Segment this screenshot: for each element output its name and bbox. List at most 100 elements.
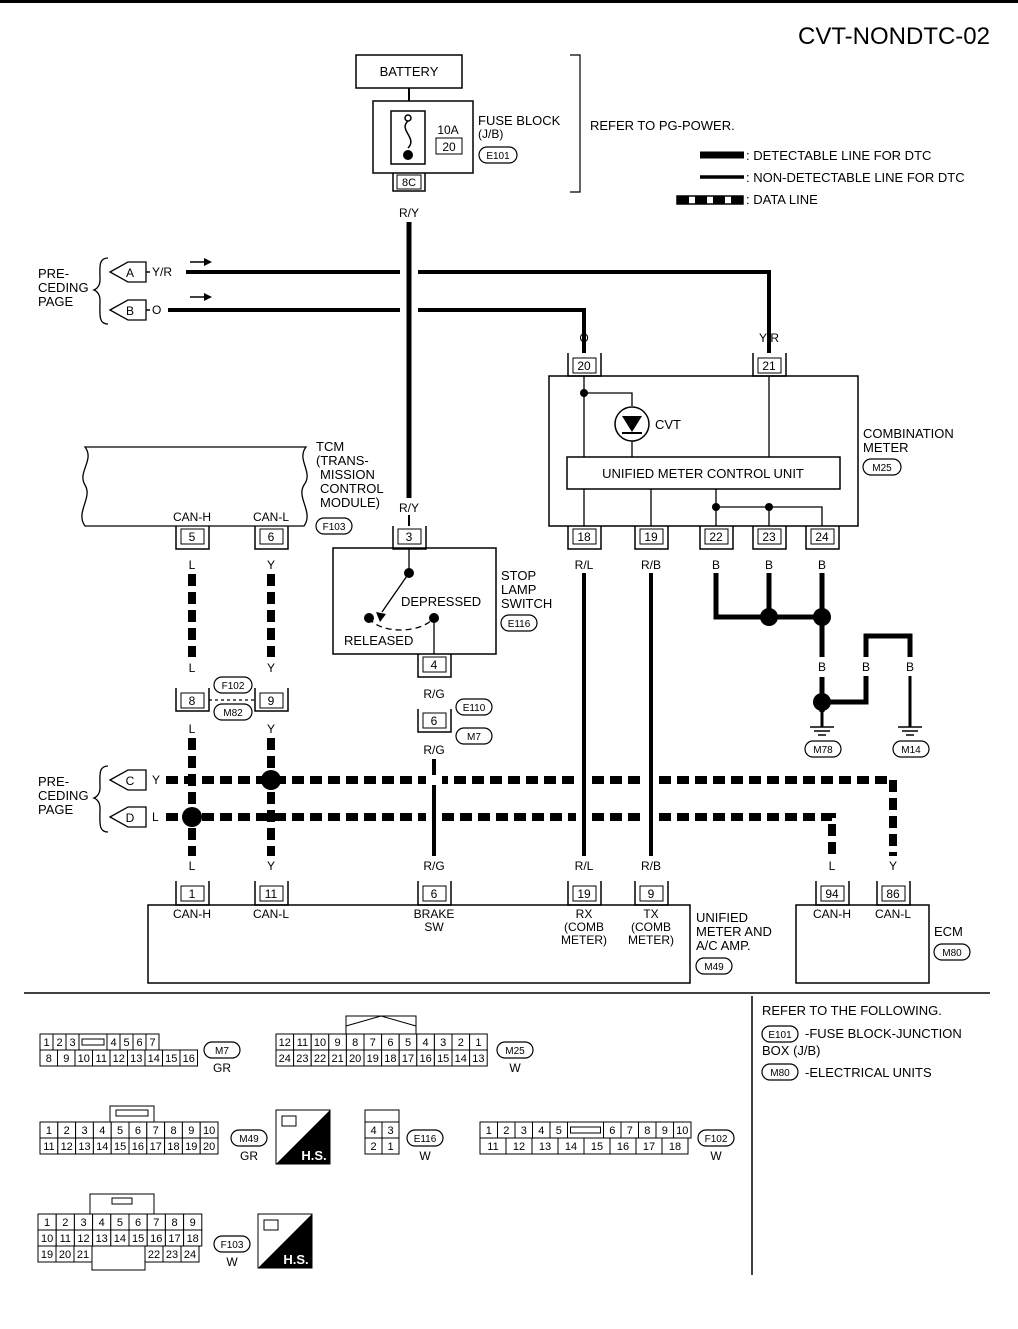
unified-meter-label: UNIFIED METER CONTROL UNIT <box>602 466 804 481</box>
pin-label: 8 <box>170 1125 176 1137</box>
pin-label: 20 <box>349 1053 361 1065</box>
pin-label: 6 <box>609 1125 615 1137</box>
m25-terminal-21: 21 <box>762 359 776 373</box>
ecm-name: ECM <box>934 924 963 939</box>
pin-label: 15 <box>165 1053 177 1065</box>
pin-label: 8 <box>46 1053 52 1065</box>
fuse-element-icon <box>404 120 412 149</box>
ground-icon <box>898 726 922 736</box>
pin-label: 12 <box>61 1141 73 1153</box>
refer-e101-text1: -FUSE BLOCK-JUNCTION <box>805 1026 962 1041</box>
wire-color-y-c: Y <box>152 773 160 787</box>
legend-data-line: : DATA LINE <box>746 192 818 207</box>
e116-label: E116 <box>508 619 531 630</box>
switch-depressed: DEPRESSED <box>401 594 481 609</box>
connector-d-icon <box>108 806 147 828</box>
stop-lamp-line3: SWITCH <box>501 596 552 611</box>
f103-label: F103 <box>323 522 346 533</box>
wire-color-o: O <box>579 331 588 345</box>
connector-c-icon <box>108 769 147 791</box>
pin-label: 13 <box>539 1141 551 1153</box>
pin-label: 16 <box>183 1053 195 1065</box>
amp-brake2: SW <box>424 920 444 934</box>
conn-m25-id: M25 <box>505 1046 525 1057</box>
tcm-terminal-5: 5 <box>189 530 196 544</box>
tcm-line1: TCM <box>316 439 344 454</box>
pin-label: 19 <box>41 1249 53 1261</box>
pin-label: 8 <box>171 1217 177 1229</box>
pin-label: 3 <box>69 1037 75 1049</box>
pin-label: 24 <box>279 1053 291 1065</box>
pin-label: 23 <box>296 1053 308 1065</box>
wire-color-l-3: L <box>189 722 196 736</box>
wire-color-rl-top: R/L <box>575 558 594 572</box>
pin-label: 15 <box>437 1053 449 1065</box>
pin-label: 18 <box>384 1053 396 1065</box>
ecm-box <box>795 904 930 984</box>
wire-color-y-2: Y <box>267 661 275 675</box>
pin-label: 16 <box>617 1141 629 1153</box>
pin-label: 15 <box>114 1141 126 1153</box>
svg-text:18: 18 <box>577 530 591 544</box>
svg-text:1: 1 <box>189 887 196 901</box>
hs-label-2: H.S. <box>283 1252 308 1267</box>
amp-tx3: METER) <box>628 933 674 947</box>
refer-pg-power: REFER TO PG-POWER. <box>590 118 735 133</box>
wire-color-rg-1: R/G <box>423 687 444 701</box>
svg-text:6: 6 <box>431 887 438 901</box>
amp-line3: A/C AMP. <box>696 938 751 953</box>
preceding-ab-line3: PAGE <box>38 294 73 309</box>
m82-badge <box>213 703 253 721</box>
amp-brake1: BRAKE <box>414 907 455 921</box>
pin-label: 18 <box>167 1141 179 1153</box>
wire-color-ry-switch: R/Y <box>399 501 419 515</box>
ecm-terminal-86: 86 <box>886 887 900 901</box>
pin-label: 3 <box>387 1125 393 1137</box>
pin-label: 12 <box>513 1141 525 1153</box>
top-rule <box>0 0 1018 3</box>
pin-label: 19 <box>185 1141 197 1153</box>
wire-color-o-b: O <box>152 303 161 317</box>
pin-label: 22 <box>314 1053 326 1065</box>
wire-color-rl-bottom: R/L <box>575 859 594 873</box>
pin-label: 7 <box>153 1217 159 1229</box>
wire-color-y-1: Y <box>267 558 275 572</box>
wire-color-l-ecm: L <box>829 859 836 873</box>
combination-meter-box <box>548 375 859 527</box>
pin-label: 11 <box>297 1037 308 1049</box>
tcm-line5: MODULE) <box>320 495 380 510</box>
pin-label: 1 <box>475 1037 481 1049</box>
stop-lamp-switch-box <box>332 547 497 655</box>
wire-color-l-d: L <box>152 810 159 824</box>
pin-label: 22 <box>148 1249 160 1261</box>
pin-label: 8 <box>644 1125 650 1137</box>
m25-badge-label: M25 <box>872 463 892 474</box>
can-data-line-tcm <box>188 574 275 657</box>
unified-amp-terminals: 1 11 6 19 9 <box>175 881 669 906</box>
svg-text:23: 23 <box>762 530 776 544</box>
pin-label: 13 <box>130 1053 142 1065</box>
m14-badge <box>892 740 930 758</box>
fuse-connector-badge <box>478 146 518 164</box>
pin-label: 23 <box>166 1249 178 1261</box>
pin-label: 2 <box>56 1037 62 1049</box>
wire-color-ry-top: R/Y <box>399 206 419 220</box>
pin-label: 14 <box>565 1141 577 1153</box>
pin-label: 2 <box>503 1125 509 1137</box>
pin-label: 13 <box>78 1141 90 1153</box>
hs-badge-icon: H.S. <box>275 1109 331 1165</box>
pin-label: 9 <box>662 1125 668 1137</box>
conn-m25-color: W <box>509 1061 521 1075</box>
m49-label: M49 <box>704 962 724 973</box>
fuse-connector-id: E101 <box>486 151 510 162</box>
connector-d: D <box>126 811 135 825</box>
pin-label: 16 <box>150 1233 162 1245</box>
connector-c: C <box>126 774 135 788</box>
m7-label: M7 <box>467 732 481 743</box>
can-h-splice <box>182 807 202 827</box>
unified-meter-control-unit <box>566 456 841 490</box>
wire-color-l-1: L <box>189 558 196 572</box>
wire-color-y-ecm: Y <box>889 859 897 873</box>
ecm-canl: CAN-L <box>875 907 911 921</box>
